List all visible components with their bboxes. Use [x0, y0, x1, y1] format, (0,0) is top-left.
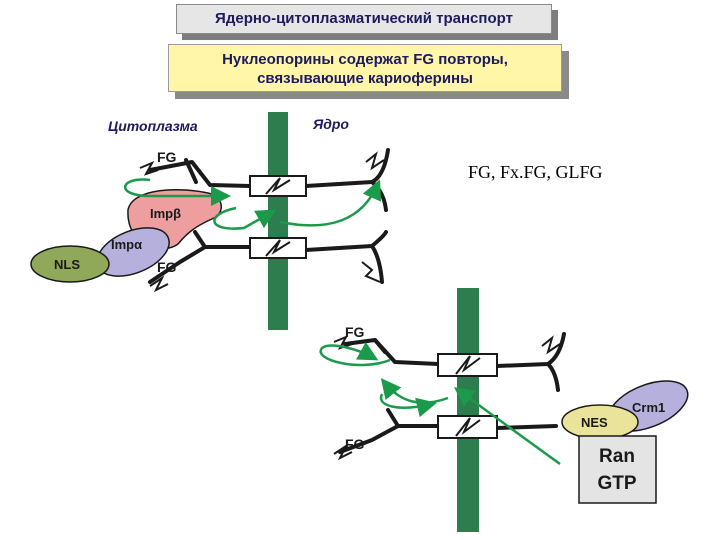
fg-label-top-2: FG — [157, 259, 177, 275]
slide-title: Ядерно-цитоплазматический транспорт — [215, 10, 513, 27]
ran-gtp-box — [578, 435, 657, 504]
fg-label-bottom-2: FG — [345, 436, 365, 452]
fg-repeats-bottom — [333, 334, 561, 461]
nuclear-membrane-bottom — [457, 288, 479, 532]
pore-channel-upper — [249, 175, 307, 197]
pore-channel-lower — [249, 237, 307, 259]
fg-label-bottom-1: FG — [345, 324, 365, 340]
subtitle-box: Нуклеопорины содержат FG повторы, связыв… — [168, 44, 562, 92]
pore-fg-lower — [265, 239, 291, 257]
pore-channel-export-lower — [437, 415, 498, 439]
nls-cargo — [30, 245, 110, 283]
fg-repeats-top — [139, 151, 385, 293]
pore-channel-export-upper — [437, 353, 498, 377]
subtitle-line-2: связывающие кариоферины — [257, 70, 473, 87]
nls-label: NLS — [54, 257, 80, 272]
pore-fg-export-upper — [455, 355, 481, 375]
crm1-label: Crm1 — [632, 400, 665, 415]
export-panel: FG FG Crm1 NES Ran GTP — [319, 288, 689, 532]
import-arrows — [124, 178, 382, 230]
gtp-label: GTP — [597, 473, 636, 494]
subtitle-line-1: Нуклеопорины содержат FG повторы, — [222, 51, 508, 68]
pore-fg-export-lower — [455, 417, 481, 437]
fg-label-top-1: FG — [157, 149, 177, 165]
importin-alpha-label: Impα — [111, 237, 142, 252]
ran-label: Ran — [599, 446, 635, 467]
nes-label: NES — [581, 415, 608, 430]
nuclear-membrane-top — [268, 112, 288, 330]
title-box: Ядерно-цитоплазматический транспорт — [176, 4, 552, 34]
import-panel: Цитоплазма Ядро — [30, 112, 390, 330]
fg-repeat-note: FG, Fx.FG, GLFG — [468, 162, 603, 182]
pore-fg-upper — [265, 177, 291, 195]
importin-beta-label: Impβ — [150, 206, 181, 221]
nucleus-label: Ядро — [312, 116, 349, 132]
cytoplasm-label: Цитоплазма — [108, 118, 198, 134]
export-arrows — [319, 341, 561, 466]
